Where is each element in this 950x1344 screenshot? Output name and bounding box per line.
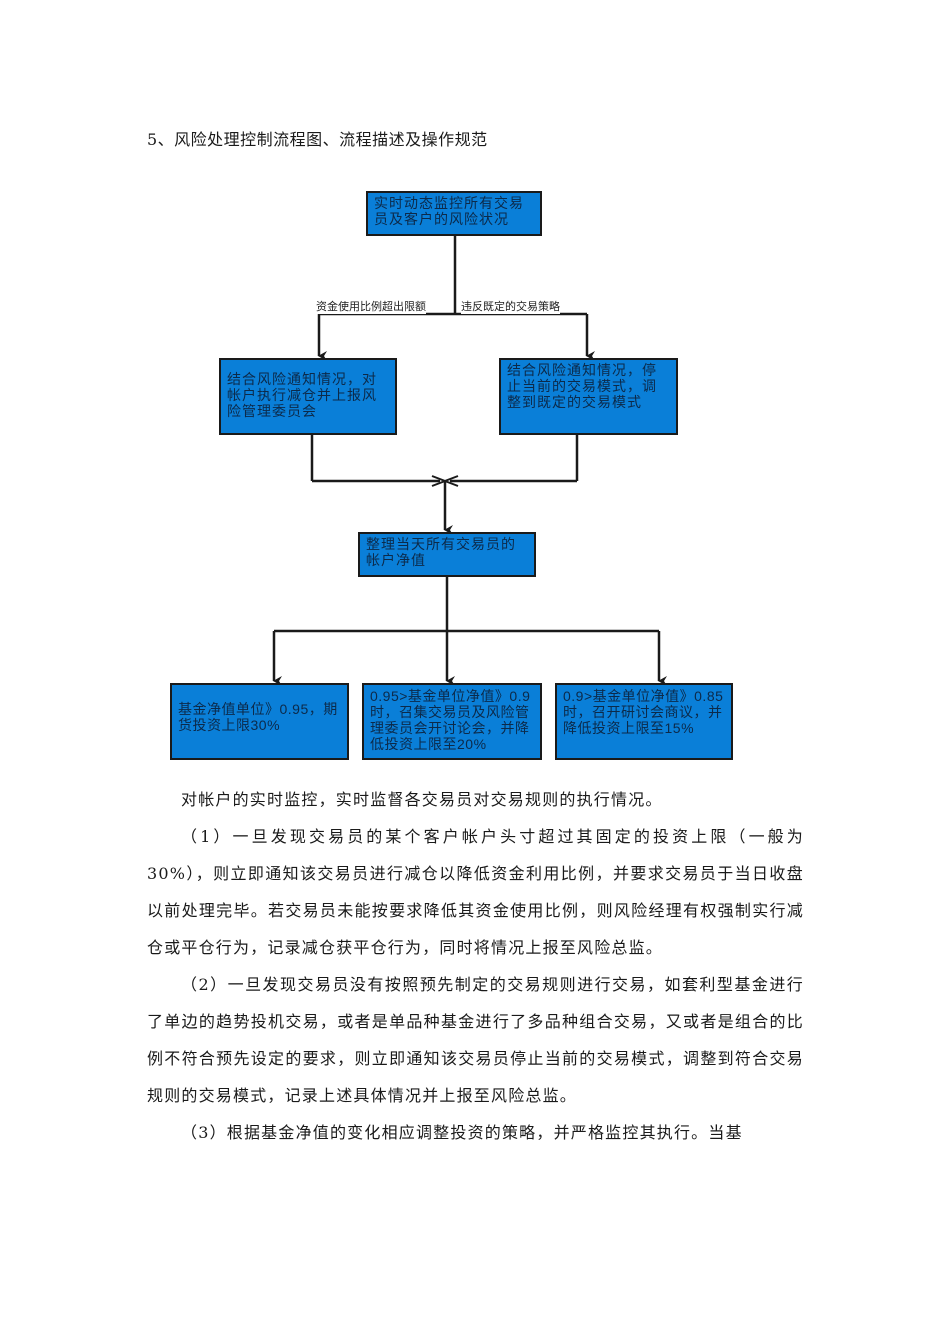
paragraph-intro: 对帐户的实时监控，实时监督各交易员对交易规则的执行情况。 bbox=[181, 790, 663, 809]
flow-node-limit-20: 0.95>基金单位净值》0.9时，召集交易员及风险管理委员会开讨论会，并降低投资… bbox=[362, 683, 542, 760]
section-heading: 5、风险处理控制流程图、流程描述及操作规范 bbox=[147, 130, 488, 149]
paragraph-2: （2）一旦发现交易员没有按照预先制定的交易规则进行交易，如套利型基金进行了单边的… bbox=[147, 975, 804, 1105]
flowchart-connectors bbox=[272, 235, 667, 686]
flow-node-monitor: 实时动态监控所有交易员及客户的风险状况 bbox=[366, 191, 542, 236]
paragraph-3: （3）根据基金净值的变化相应调整投资的策略，并严格监控其执行。当基 bbox=[181, 1123, 743, 1142]
flow-node-reduce-position: 结合风险通知情况，对帐户执行减仓并上报风险管理委员会 bbox=[219, 358, 397, 435]
edge-label-left: 资金使用比例超出限额 bbox=[316, 298, 426, 314]
flow-node-limit-15: 0.9>基金单位净值》0.85时，召开研讨会商议，并降低投资上限至15% bbox=[555, 683, 733, 760]
flow-node-net-value: 整理当天所有交易员的帐户净值 bbox=[358, 532, 536, 577]
flow-node-stop-mode: 结合风险通知情况，停止当前的交易模式，调整到既定的交易模式 bbox=[499, 358, 678, 435]
flow-node-limit-30: 基金净值单位》0.95，期货投资上限30% bbox=[170, 683, 349, 760]
body-text: 对帐户的实时监控，实时监督各交易员对交易规则的执行情况。 （1）一旦发现交易员的… bbox=[147, 781, 804, 1151]
edge-label-right: 违反既定的交易策略 bbox=[461, 298, 560, 314]
paragraph-1: （1）一旦发现交易员的某个客户帐户头寸超过其固定的投资上限（一般为30%），则立… bbox=[147, 827, 804, 957]
